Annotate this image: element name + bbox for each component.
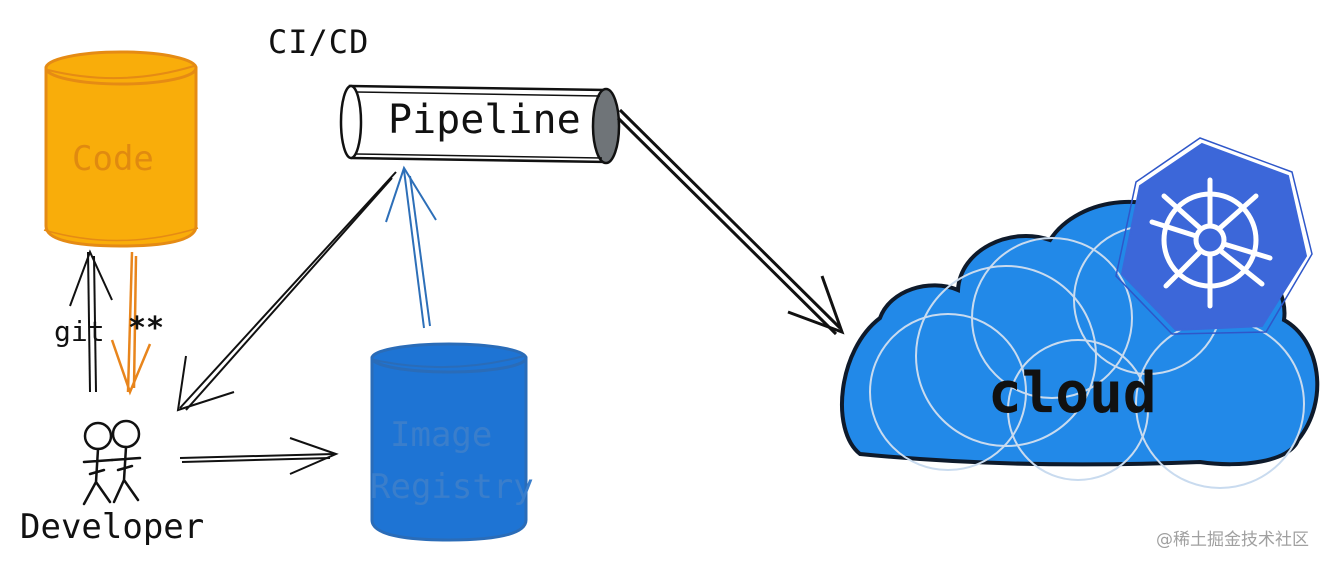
- pipeline-label: Pipeline: [388, 97, 581, 143]
- developer-label: Developer: [20, 507, 205, 547]
- watermark-label: @稀土掘金技术社区: [1156, 530, 1309, 550]
- git-push-arrow: [69, 249, 113, 393]
- image-registry-label-line1: Image: [390, 415, 493, 455]
- developer-to-registry-arrow: [179, 437, 339, 475]
- stars-label: **: [128, 311, 165, 346]
- cloud-label: cloud: [988, 361, 1157, 426]
- cicd-label: CI/CD: [268, 23, 370, 61]
- code-database: [43, 50, 199, 248]
- registry-to-pipeline-arrow: [385, 165, 437, 329]
- image-registry-database: [370, 342, 528, 542]
- kubernetes-helm-icon: [1115, 137, 1313, 335]
- pipeline-to-developer-arrow: [176, 171, 397, 412]
- image-registry-label-line2: Registry: [370, 467, 534, 507]
- pipeline-cylinder: [339, 84, 621, 165]
- pipeline-to-cloud-arrow: [616, 108, 845, 336]
- code-pull-arrow: [110, 251, 152, 396]
- developer-icon: [82, 419, 142, 506]
- code-label: Code: [72, 139, 154, 179]
- git-label: git: [54, 315, 105, 348]
